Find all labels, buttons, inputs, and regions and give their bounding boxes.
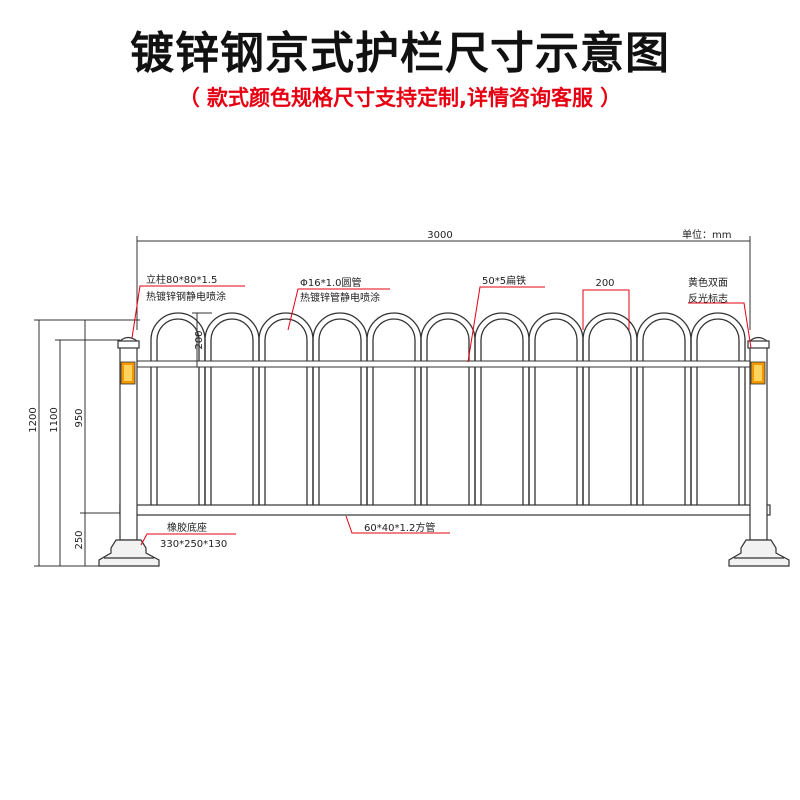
tube-coating-label: 热镀锌管静电喷涂 (300, 291, 380, 304)
unit-label: 单位：mm (682, 228, 731, 241)
right-reflector-inner-icon (754, 365, 762, 381)
bar-spacing-label: 200 (595, 278, 614, 289)
bottom-square-tube (119, 504, 771, 516)
arch-bars (150, 312, 746, 505)
right-post (747, 336, 770, 541)
left-reflector-inner-icon (124, 365, 132, 381)
left-rubber-base (98, 539, 160, 567)
base-spec-label: 330*250*130 (160, 539, 227, 550)
base-label: 橡胶底座 (167, 521, 207, 534)
height-250-label: 250 (74, 530, 85, 549)
page-subtitle: （ 款式颜色规格尺寸支持定制,详情咨询客服 ） (178, 86, 622, 110)
height-950-label: 950 (74, 408, 85, 427)
height-1100-label: 1100 (49, 407, 60, 432)
arch-height-label: 200 (194, 330, 205, 349)
page-title: 镀锌钢京式护栏尺寸示意图 (130, 28, 670, 79)
reflector-label-1: 黄色双面 (688, 276, 728, 289)
arch-height-dimension (192, 312, 212, 367)
bar-spacing-dimension (582, 289, 630, 330)
flat-iron-band (136, 360, 751, 368)
leader-lines (131, 285, 752, 546)
overall-length-dimension (136, 236, 751, 330)
post-spec-label: 立柱80*80*1.5 (146, 273, 217, 286)
height-1200-label: 1200 (28, 407, 39, 432)
flat-iron-label: 50*5扁铁 (482, 274, 526, 287)
tube-spec-label: Φ16*1.0圆管 (300, 276, 362, 289)
height-dimensions (34, 319, 140, 567)
bottom-tube-label: 60*40*1.2方管 (364, 521, 435, 534)
right-rubber-base (728, 539, 790, 567)
reflector-label-2: 反光标志 (688, 292, 728, 305)
post-coating-label: 热镀锌钢静电喷涂 (146, 290, 226, 303)
overall-length-label: 3000 (427, 230, 452, 241)
